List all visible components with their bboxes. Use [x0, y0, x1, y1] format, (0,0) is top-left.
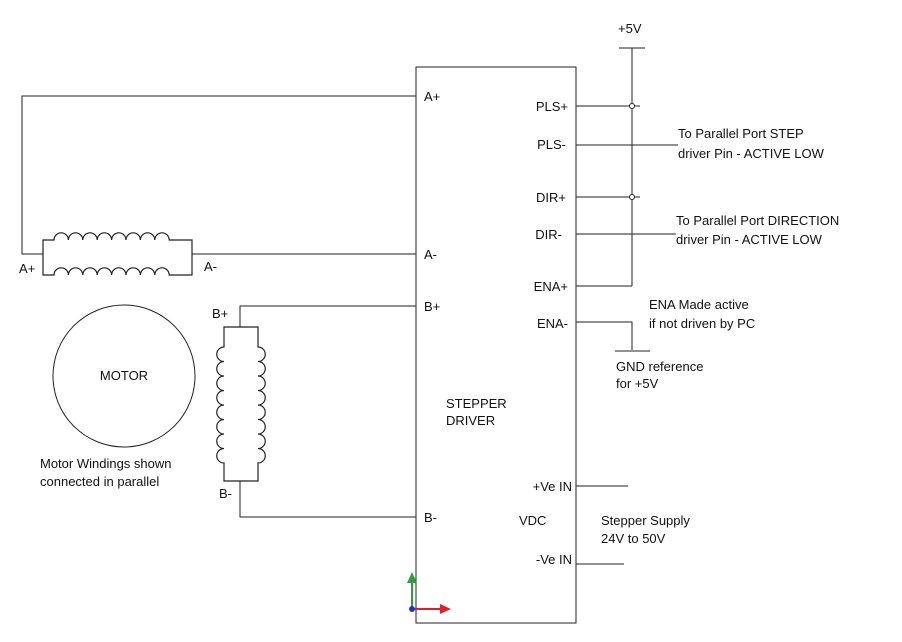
supply-note-line1: Stepper Supply: [601, 513, 690, 528]
pin-pls-minus-label: PLS-: [537, 137, 566, 152]
supply-label: +5V: [618, 21, 642, 36]
pin-ve-minus-label: -Ve IN: [536, 552, 572, 567]
pin-b-plus-label: B+: [424, 299, 440, 314]
coil-a-plus-label: A+: [19, 261, 35, 276]
dir-note-line2: driver Pin - ACTIVE LOW: [676, 232, 823, 247]
pin-dir-plus-label: DIR+: [536, 190, 566, 205]
step-note-line1: To Parallel Port STEP: [678, 126, 804, 141]
step-note-line2: driver Pin - ACTIVE LOW: [678, 146, 825, 161]
pin-a-plus-label: A+: [424, 89, 440, 104]
motor-caption-line1: Motor Windings shown: [40, 456, 172, 471]
junction-dir-plus: [629, 194, 635, 200]
gnd-note-line1: GND reference: [616, 359, 703, 374]
vdc-label: VDC: [519, 513, 546, 528]
wire-a-plus: [21, 95, 416, 255]
pin-ve-plus-label: +Ve IN: [533, 479, 572, 494]
pin-dir-minus-label: DIR-: [535, 227, 562, 242]
motor-caption-line2: connected in parallel: [40, 474, 159, 489]
pin-pls-plus-label: PLS+: [536, 99, 568, 114]
ena-note-line1: ENA Made active: [649, 297, 749, 312]
pin-ena-plus-label: ENA+: [534, 279, 568, 294]
axis-indicator-icon: [407, 572, 451, 614]
coil-b-plus-label: B+: [212, 306, 228, 321]
pin-a-minus-label: A-: [424, 247, 437, 262]
wire-ena-minus: [576, 321, 633, 350]
junction-pls-plus: [629, 103, 635, 109]
motor-label: MOTOR: [100, 368, 148, 383]
gnd-note-line2: for +5V: [616, 376, 659, 391]
stepper-driver-box: [415, 66, 577, 624]
driver-name-line2: DRIVER: [446, 413, 495, 428]
supply-note-line2: 24V to 50V: [601, 531, 666, 546]
dir-note-line1: To Parallel Port DIRECTION: [676, 213, 839, 228]
driver-name-line1: STEPPER: [446, 396, 507, 411]
ena-note-line2: if not driven by PC: [649, 316, 755, 331]
coil-b-winding: [216, 326, 266, 482]
pin-b-minus-label: B-: [424, 510, 437, 525]
wire-b-plus: [239, 305, 416, 327]
coil-a-winding: [42, 232, 193, 276]
pin-ena-minus-label: ENA-: [537, 316, 568, 331]
motor-circle: [52, 304, 196, 448]
coil-a-minus-label: A-: [204, 259, 217, 274]
wire-b-minus: [239, 481, 416, 518]
coil-b-minus-label: B-: [219, 486, 232, 501]
